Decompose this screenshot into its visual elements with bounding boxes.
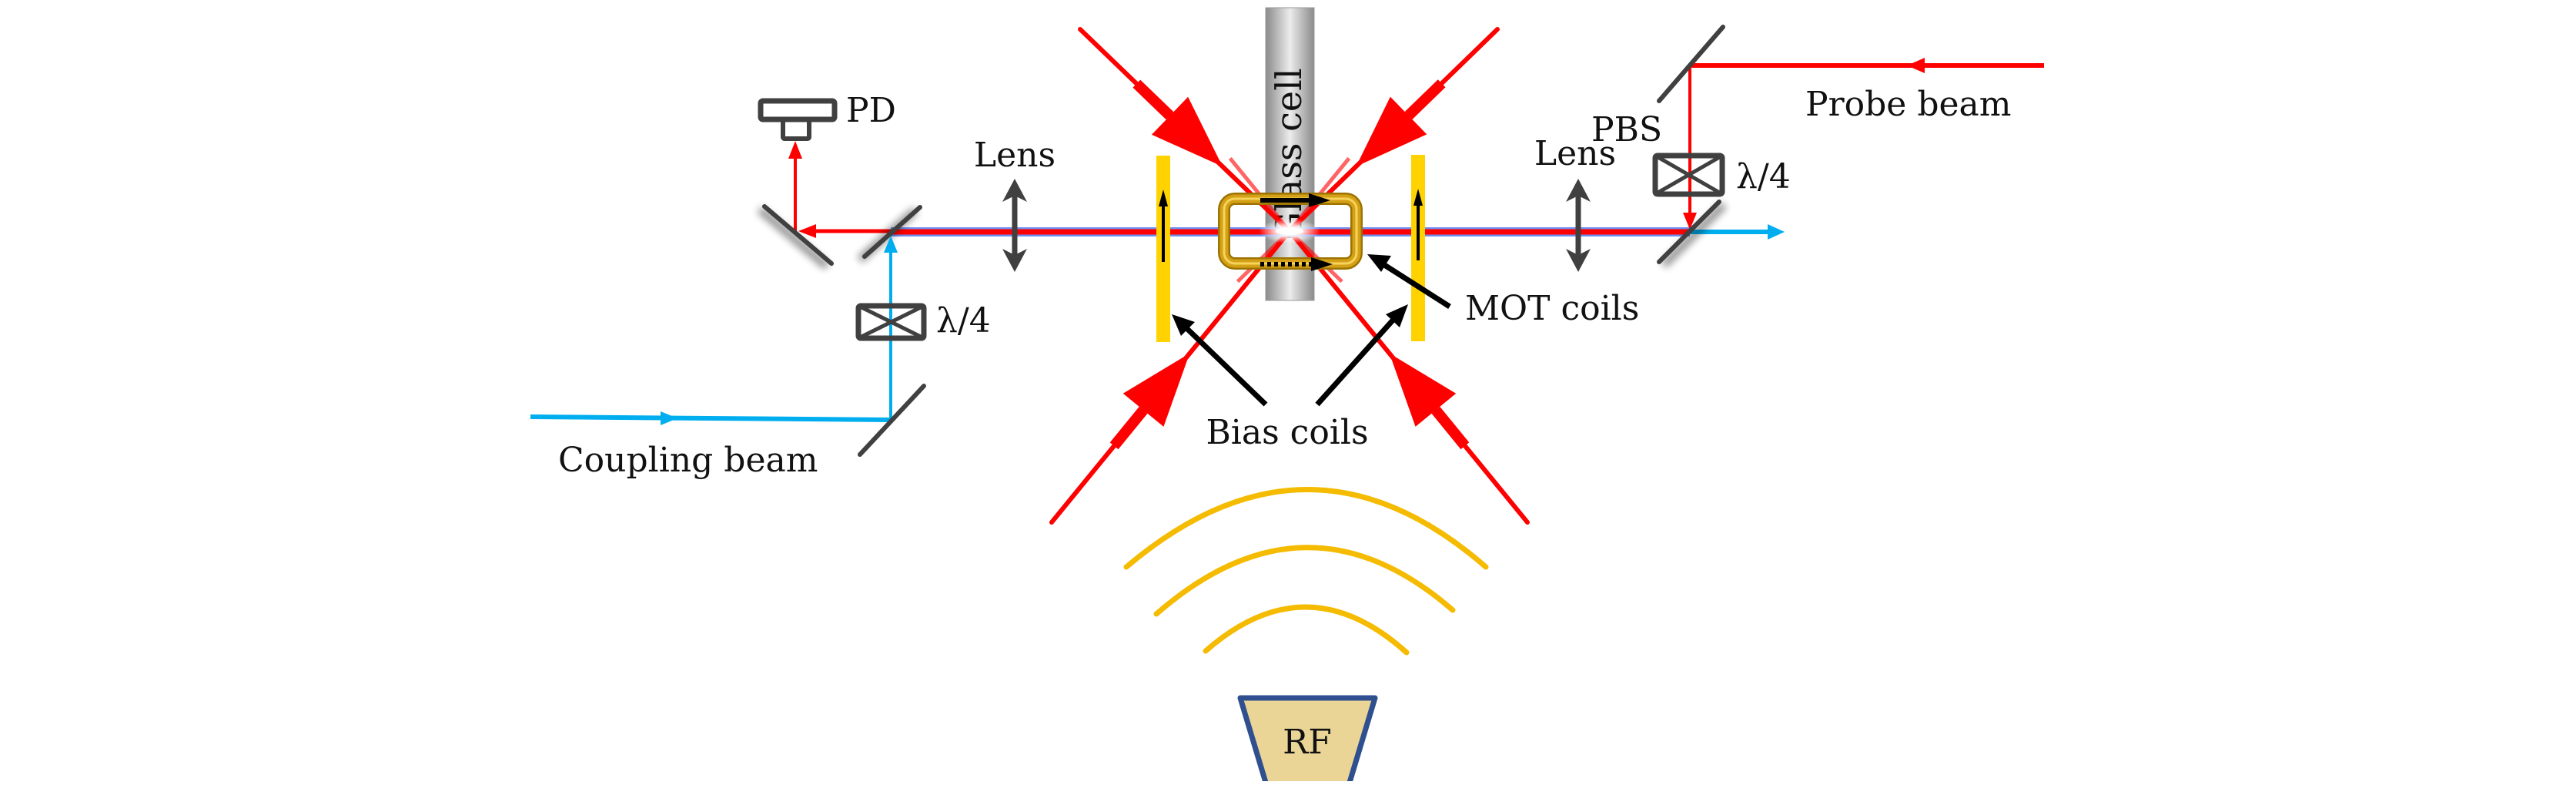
dichroic-mirror-left: [857, 205, 922, 263]
photodetector: [758, 98, 838, 141]
mot-beam-upper-left-stem: [1132, 79, 1174, 120]
mot-beam-lower-left-stem: [1109, 406, 1148, 450]
rf-wave-outer: [1123, 487, 1489, 570]
lens-right: [1566, 179, 1591, 272]
arrowhead-icon: [1768, 224, 1785, 240]
quarter-wave-plate-left: [855, 303, 927, 341]
rf-wave-middle: [1153, 545, 1456, 617]
arrowhead-icon: [1389, 353, 1457, 427]
coupling-output: [1690, 224, 1785, 240]
probe-beam-label: Probe beam: [1805, 85, 2011, 124]
mot-beams: [1049, 27, 1530, 525]
arrowhead-icon: [1122, 353, 1190, 427]
detected-probe-path: [788, 141, 891, 238]
arrowhead-icon: [1311, 257, 1333, 271]
arrowhead-icon: [1309, 193, 1330, 207]
mirror-coupling: [858, 384, 926, 457]
rf-waves: [1123, 487, 1489, 656]
polarizing-beam-splitter: [1657, 25, 1725, 103]
coupling-beam-label: Coupling beam: [558, 441, 818, 480]
mot-beam-lower-right: [1228, 156, 1530, 525]
mot-coils-label: MOT coils: [1465, 289, 1639, 328]
dichroic-mirror-right: [1657, 200, 1727, 268]
rf-label: RF: [1283, 723, 1332, 762]
arrowhead-icon: [788, 141, 802, 159]
pd-label: PD: [846, 91, 896, 130]
mirror-pd: [757, 204, 834, 270]
coupling-beam-path: [530, 236, 898, 425]
lens-left: [1002, 179, 1027, 272]
glass-cell: Glass cell: [1265, 7, 1315, 301]
mot-coil: [1218, 193, 1363, 271]
rf-antenna: [1237, 695, 1378, 785]
mot-coils-pointer: [1367, 254, 1451, 309]
lens-left-label: Lens: [974, 136, 1055, 175]
rf-wave-inner: [1203, 604, 1410, 656]
arrowhead-icon: [661, 411, 677, 425]
arrow-up-icon: [1413, 189, 1423, 206]
arrowhead-icon: [1907, 58, 1925, 73]
arrowhead-icon: [1172, 314, 1195, 336]
bias-coil-left: [1156, 156, 1170, 342]
arrow-up-icon: [1159, 190, 1168, 206]
probe-beam-path: [1683, 58, 2044, 230]
arrowhead-icon: [1356, 96, 1427, 167]
qwp-left-label: λ/4: [936, 301, 991, 341]
lens-right-label: Lens: [1534, 134, 1616, 173]
mot-beam-upper-right-stem: [1404, 79, 1446, 120]
pbs-label: PBS: [1591, 110, 1662, 149]
arrowhead-icon: [1151, 96, 1223, 167]
bias-coil-right: [1411, 155, 1425, 341]
qwp-right-label: λ/4: [1736, 157, 1791, 196]
mot-beam-lower-right-stem: [1431, 406, 1470, 450]
arrowhead-icon: [1386, 304, 1408, 327]
bias-coils-label: Bias coils: [1206, 413, 1368, 452]
arrowhead-icon: [798, 224, 816, 238]
quarter-wave-plate-right: [1652, 153, 1725, 197]
bias-coils-pointers: [1172, 304, 1408, 407]
arrowhead-icon: [1683, 213, 1697, 230]
arrowhead-icon: [884, 236, 898, 253]
arrowhead-icon: [1367, 254, 1391, 272]
